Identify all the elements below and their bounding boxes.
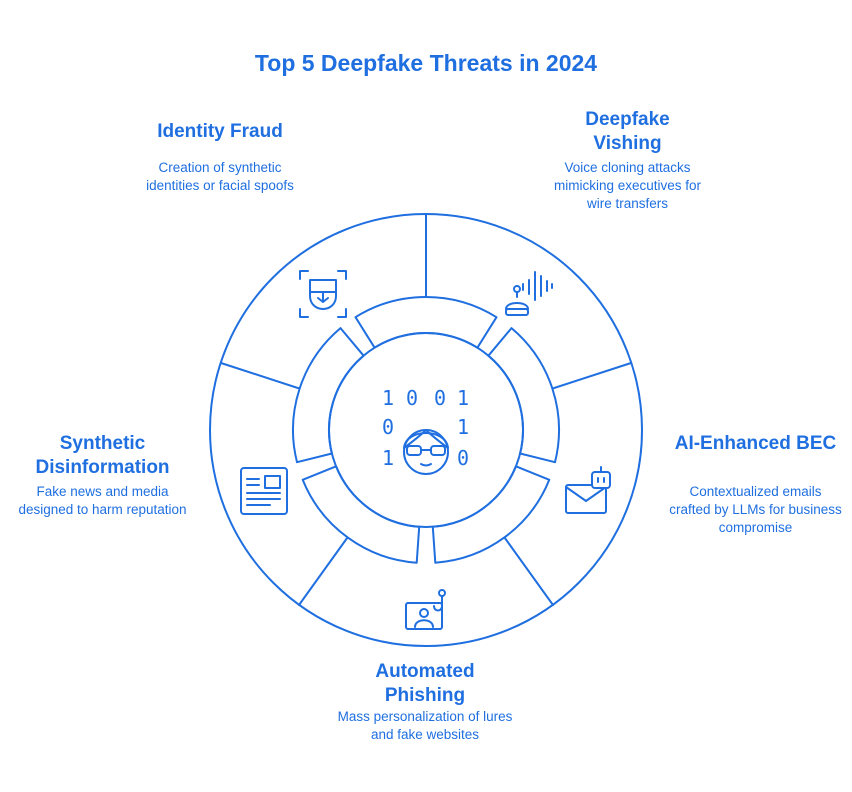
inner-ring-blocks (292, 295, 560, 564)
inner-circle (328, 332, 524, 528)
outer-divider (501, 533, 554, 606)
diagram-title: Top 5 Deepfake Threats in 2024 (254, 50, 598, 76)
threat-title-synthetic-disinformation: Synthetic Disinformation (35, 433, 170, 478)
binary-digit: 0 (406, 386, 418, 410)
threat-desc-automated-phishing: Mass personalization of lures and fake w… (337, 709, 513, 742)
binary-digit: 0 (382, 415, 394, 439)
inner-ring-block (292, 327, 365, 464)
threat-desc-synthetic-disinformation: Fake news and media designed to harm rep… (18, 484, 187, 517)
threat-desc-ai-enhanced-bec: Contextualized emails crafted by LLMs fo… (669, 484, 842, 535)
threat-title-ai-enhanced-bec: AI-Enhanced BEC (674, 433, 837, 454)
outer-divider (220, 362, 305, 391)
robot-mail-icon (565, 466, 611, 514)
inner-ring-block (354, 295, 498, 349)
face-scan-icon (299, 270, 347, 318)
outer-divider (298, 533, 351, 606)
inner-ring-block (301, 465, 421, 564)
inner-ring-block (487, 327, 560, 464)
robot-voice-icon (505, 271, 553, 316)
phishing-hook-icon (405, 589, 446, 630)
threat-title-identity-fraud: Identity Fraud (157, 121, 283, 142)
binary-digit: 1 (382, 386, 394, 410)
hacker-face-icon (403, 429, 449, 475)
inner-ring-block (431, 465, 551, 564)
threat-desc-identity-fraud: Creation of synthetic identities or faci… (146, 160, 294, 193)
newspaper-icon (240, 467, 288, 515)
binary-digits: 1 0 0 1 0 1 1 0 (382, 386, 469, 470)
outer-divider (547, 362, 632, 391)
binary-digit: 1 (457, 415, 469, 439)
binary-digit: 0 (434, 386, 446, 410)
binary-digit: 1 (457, 386, 469, 410)
binary-digit: 0 (457, 446, 469, 470)
threat-title-automated-phishing: Automated Phishing (375, 661, 475, 706)
binary-digit: 1 (382, 446, 394, 470)
threat-title-deepfake-vishing: Deepfake Vishing (585, 109, 670, 154)
threat-desc-deepfake-vishing: Voice cloning attacks mimicking executiv… (553, 160, 702, 211)
